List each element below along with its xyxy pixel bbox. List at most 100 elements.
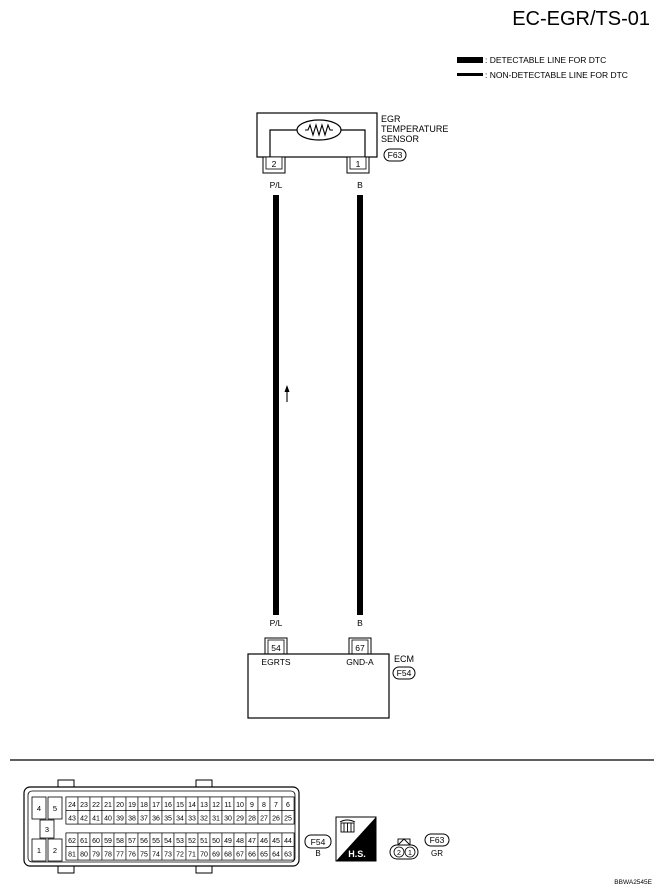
detectable-line-swatch [457,57,483,63]
ecm-pin-label: 69 [212,851,220,858]
sensor-conn-pin-2: 2 [397,850,401,857]
ecm-pin-label: 24 [68,802,76,809]
sensor-terminal-2: 2 [262,156,286,174]
f54-color: B [315,849,320,858]
ecm-large-pin-2: 2 [53,846,57,855]
ecm-signal-egrts: EGRTS [261,657,290,667]
ecm-pin-label: 45 [272,838,280,845]
ecm-pin-label: 28 [248,815,256,822]
sensor-internal-wire-left [269,129,297,158]
ecm-terminal-54-label: 54 [271,643,281,653]
ecm-unit: 54 67 EGRTS GND-A ECM F54 [247,637,416,719]
signal-direction-arrow-icon [284,385,290,402]
ecm-pin-label: 48 [236,838,244,845]
ecm-connector-label: F54 [397,668,412,678]
ecm-pin-label: 49 [224,838,232,845]
ecm-pin-label: 14 [188,802,196,809]
ecm-pin-label: 27 [260,815,268,822]
harness-side-icon: H.S. [335,816,377,862]
ecm-pin-label: 73 [164,851,172,858]
ecm-pin-label: 36 [152,815,160,822]
ecm-pin-label: 55 [152,838,160,845]
ecm-large-pin-1: 1 [37,846,41,855]
ecm-pin-label: 80 [80,851,88,858]
ecm-pin-label: 31 [212,815,220,822]
ecm-pin-label: 18 [140,802,148,809]
ecm-pin-label: 41 [92,815,100,822]
ecm-pin-label: 66 [248,851,256,858]
legend-detectable: : DETECTABLE LINE FOR DTC [485,55,606,65]
non-detectable-line-swatch [457,73,483,76]
sensor-terminal-2-label: 2 [272,159,277,169]
ecm-pin-label: 33 [188,815,196,822]
ecm-pin-label: 6 [286,802,290,809]
ecm-pin-label: 54 [164,838,172,845]
sensor-name-line1: EGR [381,114,401,124]
sensor-connector-face: 2 1 [389,838,419,860]
ecm-pin-label: 35 [164,815,172,822]
ecm-pin-label: 77 [116,851,124,858]
ecm-pin-label: 43 [68,815,76,822]
ecm-pin-label: 63 [284,851,292,858]
wire-right-color-top: B [357,180,363,190]
ecm-pin-label: 59 [104,838,112,845]
sensor-connector-label: F63 [388,150,403,160]
sensor-terminal-1: 1 [346,156,370,174]
ecm-pin-label: 29 [236,815,244,822]
ecm-pin-label: 62 [68,838,76,845]
ecm-pin-label: 17 [152,802,160,809]
figure-code: BBWA2545E [614,879,652,886]
ecm-pin-label: 53 [176,838,184,845]
ecm-pin-label: 56 [140,838,148,845]
ecm-pin-label: 72 [176,851,184,858]
f54-badge [304,834,332,849]
ecm-pin-label: 15 [176,802,184,809]
ecm-pin-label: 52 [188,838,196,845]
ecm-pin-label: 81 [68,851,76,858]
ecm-pin-label: 10 [236,802,244,809]
wire-b-detectable [357,195,363,615]
ecm-pin-label: 13 [200,802,208,809]
ecm-pin-label: 16 [164,802,172,809]
ecm-pin-cell [281,810,295,825]
ecm-pin-label: 7 [274,802,278,809]
ecm-pin-label: 74 [152,851,160,858]
sensor-internal-wire-right [341,129,366,158]
ecm-pin-label: 8 [262,802,266,809]
ecm-large-pin-4: 4 [37,804,41,813]
legend-non-detectable: : NON-DETECTABLE LINE FOR DTC [485,70,628,80]
ecm-pin-label: 71 [188,851,196,858]
ecm-pin-label: 70 [200,851,208,858]
ecm-large-pin-3: 3 [45,825,49,834]
wire-left-color-top: P/L [270,180,283,190]
ecm-pin-label: 58 [116,838,124,845]
legend: : DETECTABLE LINE FOR DTC : NON-DETECTAB… [457,55,628,80]
ecm-body [247,653,390,719]
ecm-terminal-67-label: 67 [355,643,365,653]
ecm-pin-label: 61 [80,838,88,845]
ecm-pin-label: 12 [212,802,220,809]
sensor-terminal-1-label: 1 [356,159,361,169]
ecm-pin-label: 37 [140,815,148,822]
ecm-pin-label: 40 [104,815,112,822]
ecm-pin-label: 64 [272,851,280,858]
sensor-name-line2: TEMPERATURE [381,124,448,134]
egr-temperature-sensor: EGR TEMPERATURE SENSOR F63 2 1 [256,112,448,174]
ecm-pin-label: 76 [128,851,136,858]
wire-right-color-bottom: B [357,618,363,628]
ecm-pin-label: 19 [128,802,136,809]
f63-color: GR [431,849,443,858]
ecm-pin-label: 60 [92,838,100,845]
hs-label: H.S. [348,849,366,859]
ecm-pin-label: 38 [128,815,136,822]
ecm-connector-badge [392,666,416,680]
ecm-pin-label: 42 [80,815,88,822]
f54-label: F54 [311,837,326,847]
ecm-pin-label: 25 [284,815,292,822]
sensor-name-line3: SENSOR [381,134,420,144]
ecm-pin-label: 78 [104,851,112,858]
ecm-pin-label: 39 [116,815,124,822]
f63-badge [424,833,450,847]
